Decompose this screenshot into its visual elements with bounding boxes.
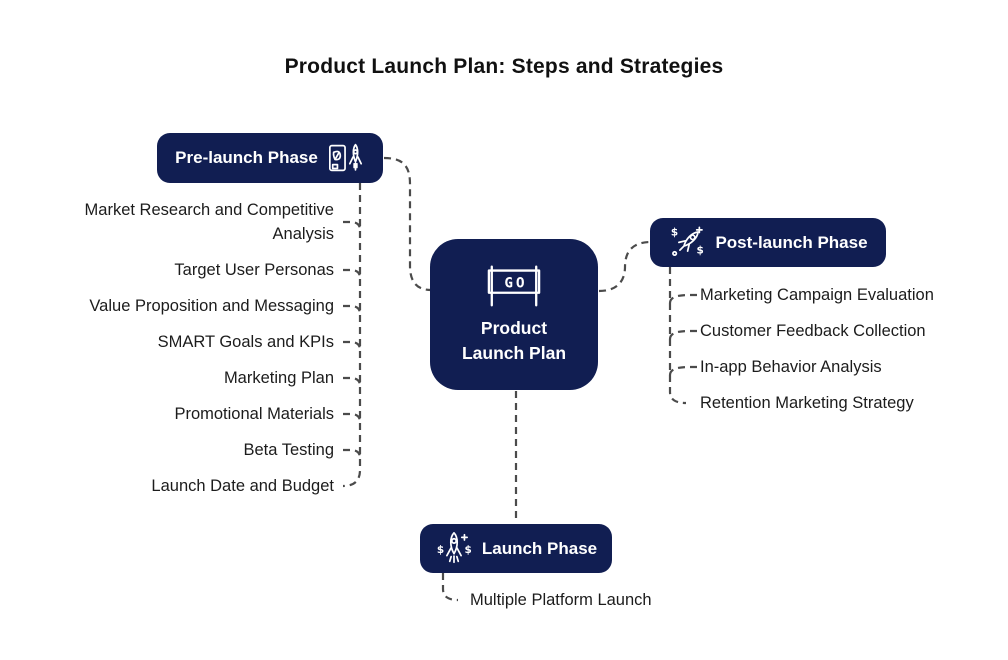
rocket-dollar-icon: $ $ — [668, 224, 706, 262]
connector-postlaunch-stub — [668, 329, 697, 340]
connector-prelaunch-to-center — [383, 156, 432, 292]
connector-prelaunch-stub — [343, 412, 362, 423]
branch-item-launch-date-budget[interactable]: Launch Date and Budget — [151, 477, 334, 495]
svg-text:$: $ — [697, 244, 704, 256]
connector-prelaunch-stub — [343, 304, 362, 315]
node-postlaunch-label: Post-launch Phase — [715, 232, 868, 252]
go-sign-label: GO — [504, 275, 527, 291]
branch-item-multiple-platform-launch[interactable]: Multiple Platform Launch — [470, 591, 652, 609]
connector-postlaunch-trunk — [668, 267, 687, 405]
page-title: Product Launch Plan: Steps and Strategie… — [284, 55, 724, 78]
node-center-label-line1: Product — [480, 318, 548, 338]
branch-item-promotional-materials[interactable]: Promotional Materials — [174, 405, 334, 423]
rocket-launch-dollar-icon: $ $ — [435, 530, 473, 568]
branch-item-target-user-personas[interactable]: Target User Personas — [174, 261, 334, 279]
branch-item-marketing-plan[interactable]: Marketing Plan — [223, 369, 334, 387]
connector-prelaunch-stub — [343, 340, 362, 351]
node-center-label-line2: Launch Plan — [461, 343, 567, 363]
node-launch-phase[interactable]: $ $ Launch Phase — [420, 524, 612, 573]
connector-postlaunch-stub — [668, 293, 697, 304]
branch-item-beta-testing[interactable]: Beta Testing — [243, 441, 334, 459]
node-postlaunch-phase[interactable]: $ $ Post-launch Phase — [650, 218, 886, 267]
branch-item-value-proposition[interactable]: Value Proposition and Messaging — [89, 297, 334, 315]
document-leaf-rocket-icon — [327, 140, 365, 176]
branch-item-customer-feedback[interactable]: Customer Feedback Collection — [700, 322, 926, 340]
svg-text:$: $ — [464, 543, 471, 555]
node-product-launch-plan[interactable]: GO Product Launch Plan — [430, 239, 598, 390]
go-sign-icon: GO — [486, 263, 542, 309]
branch-item-market-research[interactable]: Market Research and Competitive Analysis — [84, 201, 334, 243]
svg-text:$: $ — [437, 543, 444, 555]
branch-item-smart-goals[interactable]: SMART Goals and KPIs — [157, 333, 334, 351]
connector-launch-trunk — [441, 573, 459, 602]
node-prelaunch-phase[interactable]: Pre-launch Phase — [157, 133, 383, 183]
node-launch-label: Launch Phase — [481, 538, 598, 558]
branch-item-campaign-evaluation[interactable]: Marketing Campaign Evaluation — [700, 286, 934, 304]
branch-item-inapp-behavior[interactable]: In-app Behavior Analysis — [700, 358, 882, 376]
branch-item-retention-strategy[interactable]: Retention Marketing Strategy — [700, 394, 914, 412]
node-prelaunch-label: Pre-launch Phase — [175, 148, 318, 167]
connector-prelaunch-stub — [343, 376, 362, 387]
connector-prelaunch-stub — [343, 220, 362, 231]
svg-text:$: $ — [671, 226, 678, 238]
connector-prelaunch-stub — [343, 268, 362, 279]
connector-prelaunch-stub — [343, 448, 362, 459]
connector-prelaunch-trunk — [342, 183, 362, 488]
connector-center-to-postlaunch — [598, 240, 652, 293]
connector-postlaunch-stub — [668, 365, 697, 376]
